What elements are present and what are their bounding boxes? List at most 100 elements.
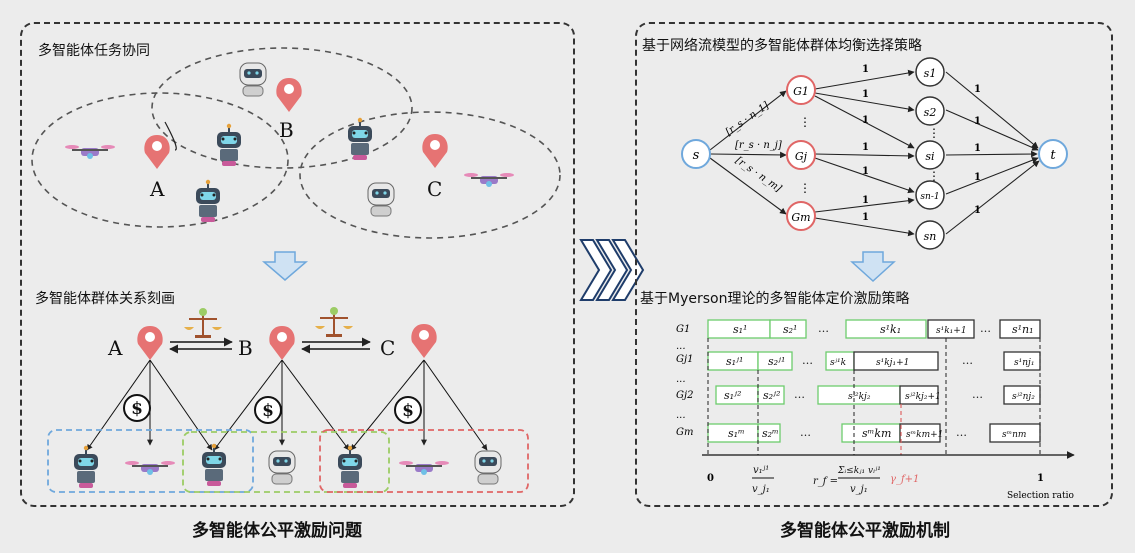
price-title: 基于Myerson理论的多智能体定价激励策略: [640, 291, 910, 307]
svg-text:s₂ʲ²: s₂ʲ²: [763, 389, 780, 402]
svg-text:s¹k₁+1: s¹k₁+1: [936, 326, 967, 336]
dots: ⋮: [799, 181, 811, 195]
group-node: [786, 75, 816, 105]
region-ellipse-b: [151, 47, 413, 169]
dots: ⋮: [799, 115, 811, 129]
edge-weight: 1: [862, 115, 869, 126]
agent-node: [915, 96, 945, 126]
edge-weight: 1: [862, 64, 869, 75]
ellipsis: …: [802, 354, 813, 367]
edge-weight: 1: [862, 195, 869, 206]
row-label: G1: [676, 324, 690, 335]
edge-weight: 1: [974, 116, 981, 127]
svg-text:Σᵢ≤kⱼ₁ vᵢʲ¹: Σᵢ≤kⱼ₁ vᵢʲ¹: [837, 466, 881, 476]
svg-text:γ_f+1: γ_f+1: [890, 474, 919, 485]
row-label: Gj1: [676, 354, 693, 365]
svg-text:s¹nj₁: s¹nj₁: [1014, 358, 1034, 368]
svg-text:sʲ²kj₂: sʲ²kj₂: [848, 392, 871, 402]
group-node: [786, 140, 816, 170]
region-ellipse-c: [299, 111, 561, 239]
dots: ⋮: [928, 126, 940, 140]
agent-label: s2: [924, 106, 937, 119]
svg-text:s₂ᵐ: s₂ᵐ: [762, 427, 779, 440]
svg-text:s₂¹: s₂¹: [783, 323, 797, 336]
region-ellipse-a: [31, 92, 289, 228]
edge-weight: 1: [974, 205, 981, 216]
ellipsis: …: [962, 354, 973, 367]
edge-weight: 1: [974, 172, 981, 183]
svg-text:s¹n₁: s¹n₁: [1012, 323, 1034, 336]
relation-label-c: C: [380, 336, 395, 360]
agent-label: sn: [924, 230, 937, 243]
ellipsis: …: [800, 426, 811, 439]
agent-node: [915, 220, 945, 250]
edge-weight: 1: [974, 84, 981, 95]
x-axis-one: 1: [1037, 473, 1044, 484]
sink-label: t: [1050, 148, 1056, 163]
edge-weight: 1: [862, 142, 869, 153]
svg-text:s₂ʲ¹: s₂ʲ¹: [768, 355, 785, 368]
chevron-right-icon: [579, 239, 645, 301]
edge-weight: 1: [862, 166, 869, 177]
group-node: [786, 201, 816, 231]
svg-text:v_j₁: v_j₁: [752, 484, 770, 495]
x-axis-zero: 0: [707, 473, 714, 484]
right-caption: 多智能体公平激励机制: [780, 521, 950, 541]
left-panel: [20, 22, 575, 507]
agent-label: si: [925, 150, 934, 163]
row-label: Gj2: [676, 390, 693, 401]
svg-text:sʲ¹k: sʲ¹k: [830, 358, 846, 368]
agent-node: [915, 140, 945, 170]
svg-text:v_j₁: v_j₁: [850, 484, 868, 495]
task-title: 多智能体任务协同: [38, 43, 150, 59]
svg-text:s₁¹: s₁¹: [733, 323, 747, 336]
agent-label: s1: [924, 67, 937, 80]
relation-label-a: A: [107, 336, 123, 360]
group-label: Gj: [795, 150, 808, 163]
svg-text:s¹kj₁+1: s¹kj₁+1: [876, 358, 909, 368]
group-box-green: [182, 431, 390, 493]
edge-weight: 1: [862, 89, 869, 100]
edge-weight: 1: [862, 212, 869, 223]
ellipsis: …: [818, 322, 829, 335]
source-node: [681, 139, 711, 169]
down-arrow-icon: [261, 251, 309, 281]
point-label-b: B: [279, 118, 294, 142]
svg-text:s₁ᵐ: s₁ᵐ: [728, 427, 745, 440]
source-label: s: [693, 148, 700, 163]
x-axis-label: Selection ratio: [1007, 491, 1074, 501]
dots: ⋮: [928, 169, 940, 183]
relation-title: 多智能体群体关系刻画: [35, 291, 175, 307]
svg-text:sᵐkm+1: sᵐkm+1: [906, 430, 943, 440]
svg-text:s₁ʲ²: s₁ʲ²: [724, 389, 741, 402]
point-label-a: A: [149, 177, 165, 201]
svg-text:sᵐkm: sᵐkm: [862, 427, 892, 440]
svg-text:sᵐnm: sᵐnm: [1002, 430, 1026, 440]
relation-label-b: B: [238, 336, 253, 360]
svg-text:s¹k₁: s¹k₁: [880, 323, 901, 336]
row-label: ...: [676, 374, 686, 385]
group-box-red: [319, 429, 529, 493]
agent-node: [915, 180, 945, 210]
row-label: Gm: [676, 427, 693, 438]
row-label: ...: [676, 410, 686, 421]
row-label: ...: [676, 341, 686, 352]
sink-node: [1038, 139, 1068, 169]
capacity-label: [r_s · n_j]: [735, 140, 782, 151]
ellipsis: …: [956, 426, 967, 439]
flow-title: 基于网络流模型的多智能体群体均衡选择策略: [642, 38, 922, 54]
svg-text:sʲ²kj₂+1: sʲ²kj₂+1: [905, 392, 941, 402]
ellipsis: …: [794, 388, 805, 401]
svg-text:sʲ²nj₂: sʲ²nj₂: [1012, 392, 1035, 402]
agent-node: [915, 57, 945, 87]
svg-text:r_f =: r_f =: [813, 476, 838, 487]
agent-label: sn-1: [920, 192, 939, 202]
right-panel: [635, 22, 1113, 507]
edge-weight: 1: [974, 143, 981, 154]
left-caption: 多智能体公平激励问题: [192, 521, 362, 541]
svg-text:s₁ʲ¹: s₁ʲ¹: [726, 355, 743, 368]
down-arrow-icon: [850, 251, 896, 283]
group-label: Gm: [791, 211, 810, 224]
ellipsis: …: [972, 388, 983, 401]
